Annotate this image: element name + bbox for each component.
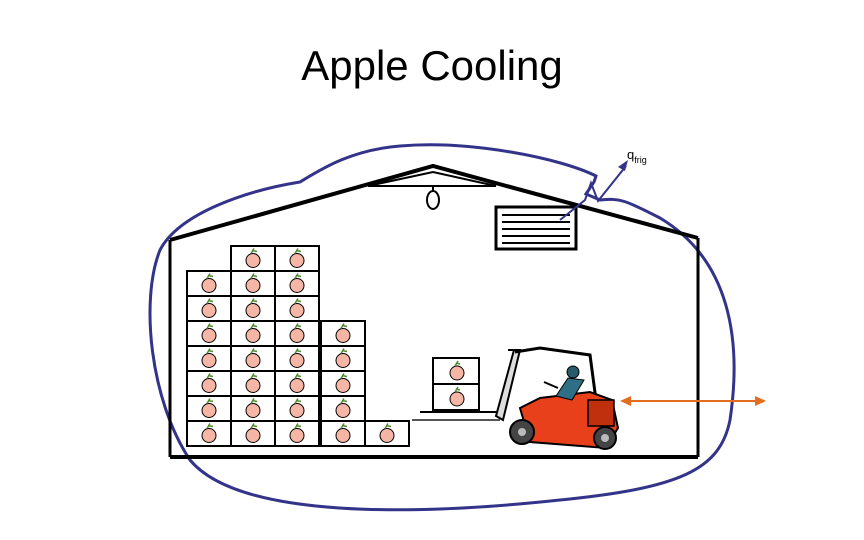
- apple-crate: [186, 345, 232, 372]
- apple-crate: [274, 395, 320, 422]
- apple-crate: [320, 345, 366, 372]
- q-frig-label: qfrig: [627, 147, 647, 165]
- apple-crate-stack: [186, 245, 410, 447]
- system-boundary: [148, 143, 736, 512]
- apple-crate: [186, 270, 232, 297]
- apple-icon: [379, 428, 395, 443]
- apple-crate: [274, 345, 320, 372]
- apple-icon: [201, 428, 217, 443]
- apple-icon: [289, 353, 305, 368]
- apple-icon: [245, 378, 261, 393]
- roof: [169, 163, 699, 242]
- apple-crate: [320, 395, 366, 422]
- apple-icon: [245, 253, 261, 268]
- apple-crate: [230, 295, 276, 322]
- apple-icon: [201, 403, 217, 418]
- apple-icon: [245, 328, 261, 343]
- slide-title: Apple Cooling: [301, 42, 563, 89]
- apple-crate: [274, 295, 320, 322]
- forklift-icon: [412, 346, 620, 450]
- apple-icon: [335, 353, 351, 368]
- apple-crate: [230, 370, 276, 397]
- apple-crate: [274, 320, 320, 347]
- apple-icon: [289, 303, 305, 318]
- apple-icon: [245, 403, 261, 418]
- apple-crate: [186, 395, 232, 422]
- apple-crate: [186, 370, 232, 397]
- apple-crate: [230, 420, 276, 447]
- apple-icon: [289, 278, 305, 293]
- wall-heat-arrow: [620, 396, 766, 406]
- apple-icon: [245, 353, 261, 368]
- apple-crate: [320, 320, 366, 347]
- apple-icon: [245, 428, 261, 443]
- apple-icon: [289, 428, 305, 443]
- apple-crate: [186, 295, 232, 322]
- apple-crate: [274, 270, 320, 297]
- apple-icon: [245, 278, 261, 293]
- apple-crate: [230, 395, 276, 422]
- apple-icon: [201, 303, 217, 318]
- forklift-load: [432, 357, 480, 411]
- apple-icon: [335, 378, 351, 393]
- apple-crate: [186, 420, 232, 447]
- apple-icon: [245, 303, 261, 318]
- apple-crate: [274, 245, 320, 272]
- apple-crate: [320, 420, 366, 447]
- apple-crate: [230, 345, 276, 372]
- apple-icon: [289, 403, 305, 418]
- apple-crate: [230, 245, 276, 272]
- apple-crate: [230, 270, 276, 297]
- apple-crate: [274, 420, 320, 447]
- apple-icon: [201, 378, 217, 393]
- refrigeration-unit-icon: [494, 205, 578, 251]
- ceiling-light-icon: [426, 186, 440, 210]
- apple-crate: [364, 420, 410, 447]
- apple-crate: [186, 320, 232, 347]
- apple-crate: [230, 320, 276, 347]
- building: [168, 163, 700, 459]
- apple-icon: [335, 428, 351, 443]
- apple-icon: [289, 253, 305, 268]
- apple-icon: [201, 353, 217, 368]
- apple-crate: [320, 370, 366, 397]
- apple-icon: [335, 328, 351, 343]
- apple-crate: [274, 370, 320, 397]
- ceiling: [367, 170, 497, 187]
- heat-flow-arrow: [559, 160, 628, 221]
- apple-icon: [201, 278, 217, 293]
- apple-icon: [289, 378, 305, 393]
- apple-icon: [289, 328, 305, 343]
- apple-icon: [201, 328, 217, 343]
- apple-icon: [335, 403, 351, 418]
